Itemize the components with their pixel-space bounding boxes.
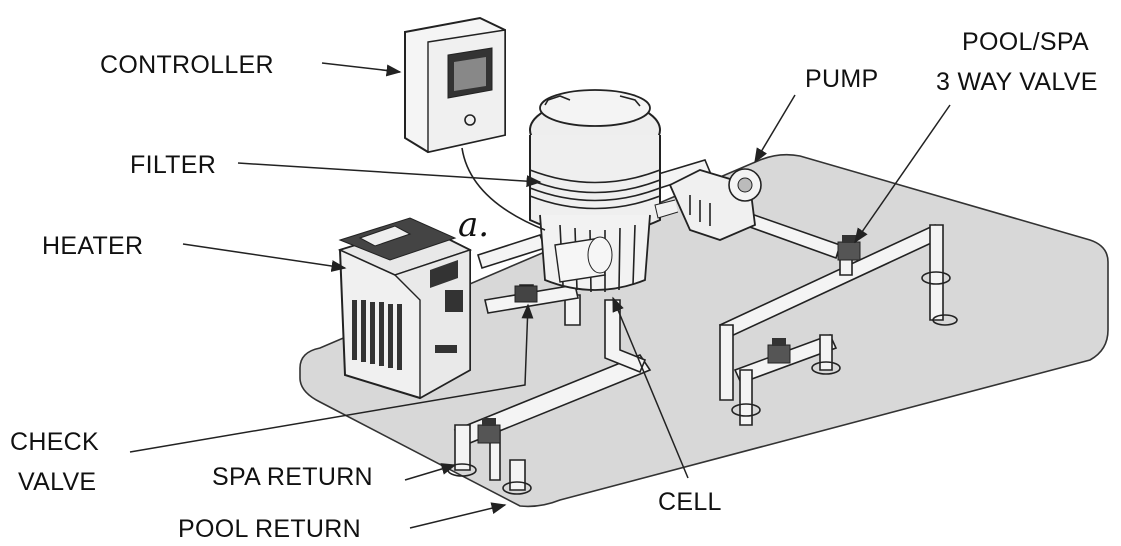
label-spa-return: SPA RETURN bbox=[212, 463, 373, 491]
label-filter: FILTER bbox=[130, 151, 216, 179]
label-check-line1: CHECK bbox=[10, 428, 99, 456]
valve-pool-spa-3way bbox=[837, 235, 861, 261]
label-cell: CELL bbox=[658, 488, 722, 516]
check-valve-body bbox=[514, 285, 538, 303]
label-pool-spa-line1: POOL/SPA bbox=[962, 28, 1089, 56]
filter-unit bbox=[529, 89, 661, 293]
valve-lower bbox=[767, 338, 791, 364]
label-pool-spa-line2: 3 WAY VALVE bbox=[936, 68, 1098, 96]
pump-unit bbox=[654, 168, 762, 241]
heater-unit bbox=[337, 217, 473, 400]
label-controller: CONTROLLER bbox=[100, 51, 274, 79]
annotation-a: a. bbox=[458, 205, 489, 245]
label-pool-return: POOL RETURN bbox=[178, 515, 361, 543]
controller-unit bbox=[404, 16, 546, 231]
label-check-line2: VALVE bbox=[18, 468, 96, 496]
label-heater: HEATER bbox=[42, 232, 143, 260]
valve-spa bbox=[477, 418, 501, 444]
callout-arrows bbox=[129, 62, 951, 529]
label-pump: PUMP bbox=[805, 65, 878, 93]
